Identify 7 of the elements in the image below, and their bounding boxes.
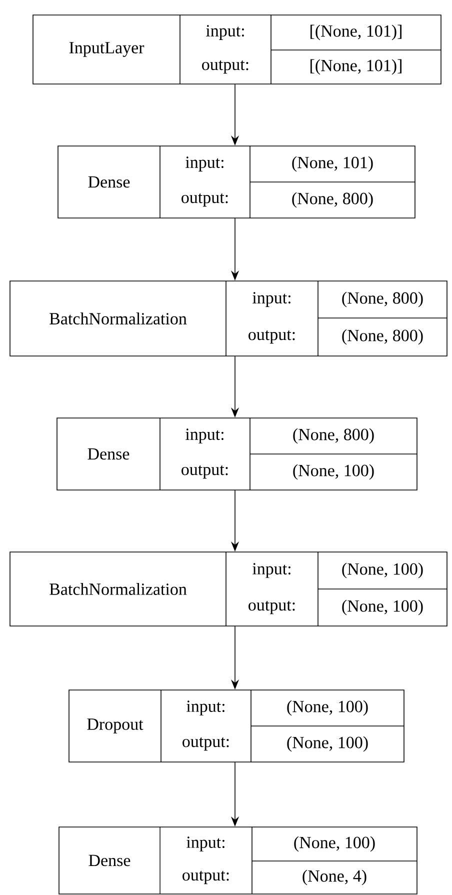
layer-record-box: BatchNormalization input: (None, 800) output: (None, 800) (10, 280, 448, 356)
layer-record-box: Dense input: (None, 100) output: (None, 4) (58, 826, 418, 894)
layer-record-box: Dense input: (None, 800) output: (None, 100) (56, 418, 418, 490)
layer-record-box: BatchNormalization input: (None, 100) output: (None, 100) (10, 552, 448, 626)
layer-record-box: Dropout input: (None, 100) output: (None, 100) (68, 690, 404, 762)
layer-record-box: InputLayer input: [(None, 101)] output: [(None, 101)] (32, 14, 442, 84)
layer-record-box: Dense input: (None, 101) output: (None, 800) (58, 146, 416, 218)
